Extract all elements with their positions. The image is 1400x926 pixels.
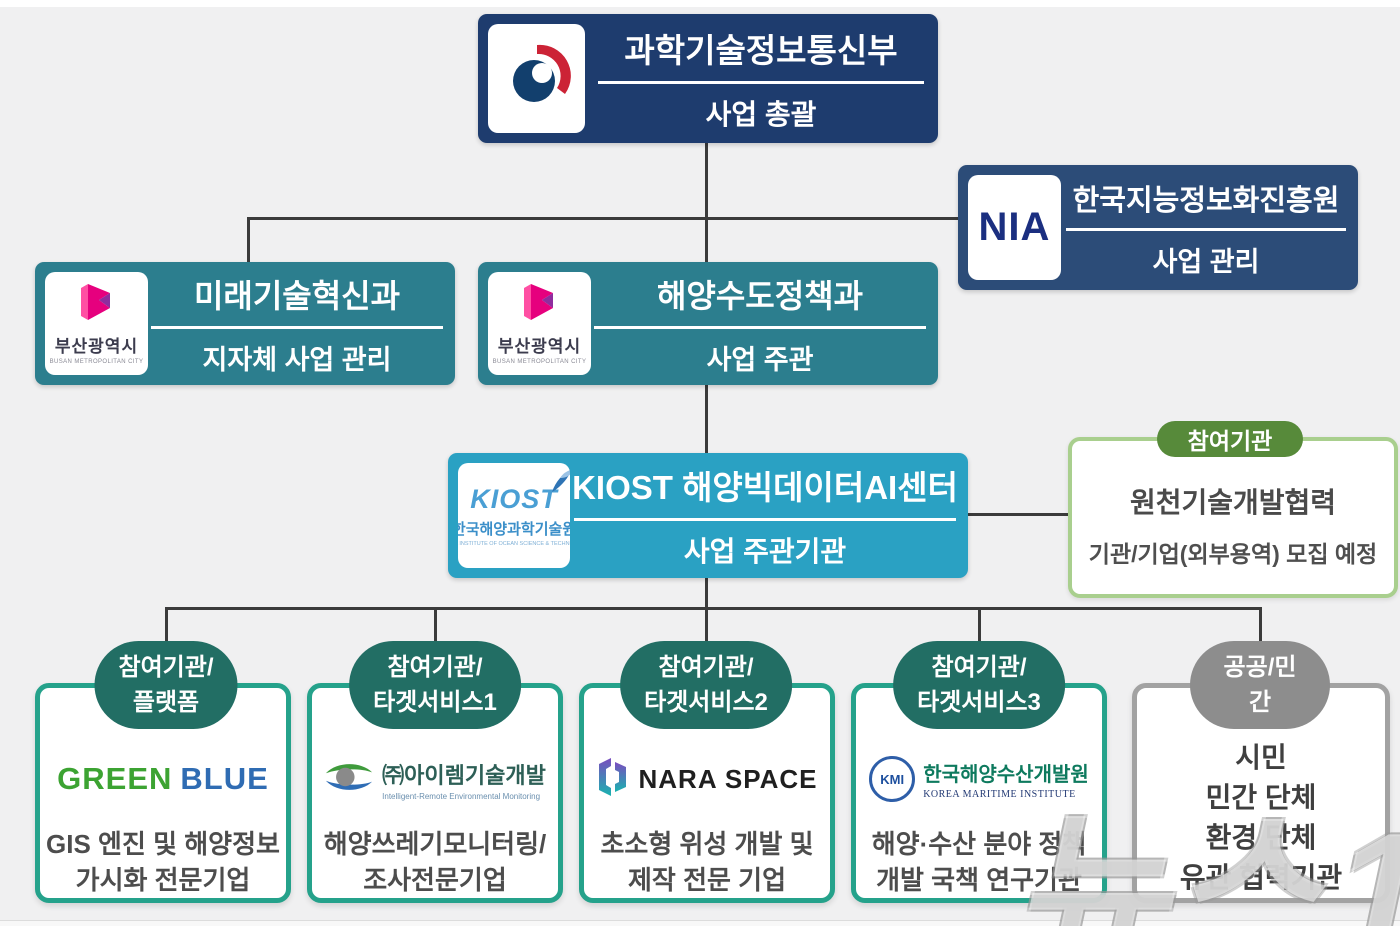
bottom-edge bbox=[0, 920, 1400, 926]
badge-target-service-1: 참여기관/타겟서비스1 bbox=[349, 641, 521, 729]
irem-logo: ㈜아이렘기술개발 Intelligent-Remote Environmenta… bbox=[324, 750, 546, 808]
recruit-title: 원천기술개발협력 bbox=[1129, 486, 1337, 518]
busan-logo-sub: BUSAN METROPOLITAN CITY bbox=[49, 358, 144, 365]
divider bbox=[594, 325, 926, 329]
node-irem: ㈜아이렘기술개발 Intelligent-Remote Environmenta… bbox=[307, 683, 563, 903]
divider bbox=[574, 518, 956, 521]
badge-target-service-3: 참여기관/타겟서비스3 bbox=[893, 641, 1065, 729]
kiost-logo-acronym: KIOST bbox=[470, 469, 570, 515]
busan-marine-title: 해양수도정책과 bbox=[656, 277, 864, 314]
recruit-badge: 참여기관 bbox=[1157, 421, 1303, 457]
kmi-logo-name: 한국해양수산개발원 bbox=[923, 764, 1089, 786]
badge-target-service-2: 참여기관/타겟서비스2 bbox=[620, 641, 792, 729]
kiost-logo: KIOST 한국해양과학기술원 KOREA INSTITUTE OF OCEAN… bbox=[458, 463, 570, 568]
irem-description: 해양쓰레기모니터링/조사전문기업 bbox=[323, 829, 547, 895]
recruit-subtitle: 기관/기업(외부용역) 모집 예정 bbox=[1088, 540, 1378, 567]
busan-logo: 부산광역시 BUSAN METROPOLITAN CITY bbox=[45, 272, 148, 375]
busan-logo-name: 부산광역시 bbox=[497, 336, 582, 356]
busan-b-icon bbox=[519, 283, 561, 328]
busan-logo-name: 부산광역시 bbox=[54, 336, 139, 356]
connector-drop-4 bbox=[978, 607, 981, 645]
kmi-logo-sub: KOREA MARITIME INSTITUTE bbox=[923, 789, 1076, 800]
nia-logo: NIA bbox=[968, 175, 1061, 280]
connector-drop-5 bbox=[1259, 607, 1262, 645]
node-kmi: KMI 한국해양수산개발원 KOREA MARITIME INSTITUTE 해… bbox=[851, 683, 1107, 903]
nia-title: 한국지능정보화진흥원 bbox=[1072, 184, 1340, 217]
msit-taegeuk-icon bbox=[501, 40, 573, 117]
kiost-logo-sub: KOREA INSTITUTE OF OCEAN SCIENCE & TECHN… bbox=[458, 541, 570, 547]
msit-title: 과학기술정보통신부 bbox=[624, 32, 898, 69]
kiost-logo-name: 한국해양과학기술원 bbox=[458, 521, 570, 538]
busan-logo-sub: BUSAN METROPOLITAN CITY bbox=[492, 358, 587, 365]
kmi-logo: KMI 한국해양수산개발원 KOREA MARITIME INSTITUTE bbox=[869, 750, 1089, 808]
irem-eye-icon bbox=[324, 757, 374, 802]
connector-drop-1 bbox=[165, 607, 168, 645]
irem-logo-name: ㈜아이렘기술개발 bbox=[382, 762, 546, 788]
nara-space-logo: NARA SPACE bbox=[596, 750, 817, 808]
busan-marine-role: 사업 주관 bbox=[706, 344, 814, 375]
nara-space-logo-name: NARA SPACE bbox=[638, 763, 818, 794]
greenblue-logo-blue: BLUE bbox=[180, 761, 269, 796]
public-private-description: 시민 민간 단체 환경 단체 유관 협력기관 bbox=[1179, 742, 1343, 893]
node-nia: NIA 한국지능정보화진흥원 사업 관리 bbox=[958, 165, 1358, 290]
node-kiost: KIOST 한국해양과학기술원 KOREA INSTITUTE OF OCEAN… bbox=[448, 453, 968, 578]
busan-future-title: 미래기술혁신과 bbox=[193, 277, 401, 314]
divider bbox=[151, 325, 443, 329]
msit-role: 사업 총괄 bbox=[705, 99, 817, 130]
connector-horizontal-top bbox=[247, 217, 960, 220]
connector-kiost-down bbox=[705, 578, 708, 610]
nia-logo-text: NIA bbox=[978, 205, 1051, 249]
kiost-title: KIOST 해양빅데이터AI센터 bbox=[572, 469, 958, 506]
connector-drop-2 bbox=[434, 607, 437, 645]
connector-drop-3 bbox=[705, 607, 708, 645]
badge-public-private: 공공/민간 bbox=[1190, 641, 1330, 729]
node-msit: 과학기술정보통신부 사업 총괄 bbox=[478, 14, 938, 143]
busan-b-icon bbox=[76, 283, 118, 328]
node-busan-marine: 부산광역시 BUSAN METROPOLITAN CITY 해양수도정책과 사업… bbox=[478, 262, 938, 385]
badge-platform: 참여기관/플랫폼 bbox=[94, 641, 238, 729]
irem-logo-sub: Intelligent-Remote Environmental Monitor… bbox=[382, 791, 541, 801]
connector-kiost-recruit bbox=[968, 513, 1068, 516]
nara-space-icon bbox=[596, 756, 630, 803]
connector-msit-down bbox=[705, 143, 708, 221]
connector-horizontal-bottom bbox=[165, 607, 1262, 610]
connector-marine-kiost bbox=[705, 385, 708, 455]
connector-busan-marine-drop bbox=[705, 217, 708, 264]
greenblue-logo-green: GREEN bbox=[57, 761, 173, 796]
busan-logo: 부산광역시 BUSAN METROPOLITAN CITY bbox=[488, 272, 591, 375]
top-edge bbox=[0, 0, 1400, 7]
node-busan-future: 부산광역시 BUSAN METROPOLITAN CITY 미래기술혁신과 지자… bbox=[35, 262, 455, 385]
kiost-role: 사업 주관기관 bbox=[683, 536, 847, 567]
msit-logo bbox=[488, 24, 585, 133]
kmi-circle-icon: KMI bbox=[869, 756, 916, 802]
divider bbox=[1066, 227, 1346, 231]
connector-busan-future-drop bbox=[247, 217, 250, 264]
divider bbox=[598, 81, 924, 84]
busan-future-role: 지자체 사업 관리 bbox=[202, 344, 392, 375]
kiost-leaf-icon bbox=[551, 469, 570, 492]
nia-role: 사업 관리 bbox=[1152, 246, 1260, 277]
node-recruit: 원천기술개발협력 기관/기업(외부용역) 모집 예정 bbox=[1068, 437, 1398, 598]
